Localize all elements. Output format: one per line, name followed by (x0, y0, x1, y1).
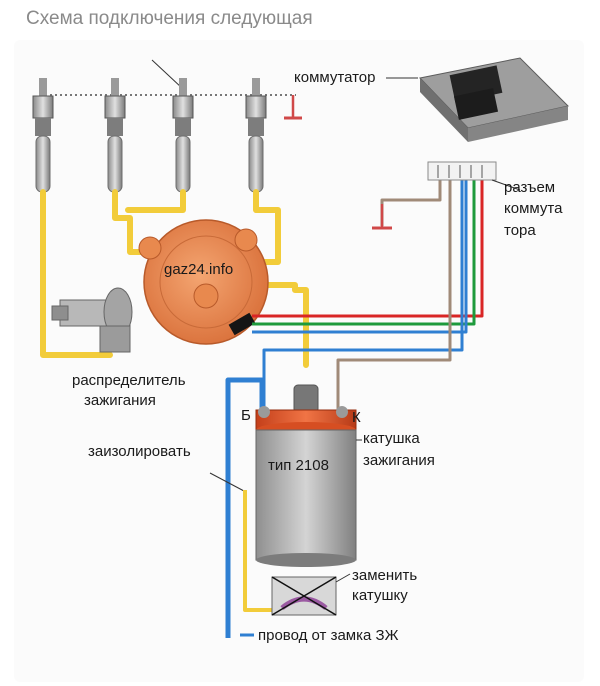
label-terminal-b: Б (241, 407, 251, 424)
pointer-line-connector (491, 179, 521, 191)
brown-wires (336, 178, 452, 410)
commutator-connector (427, 161, 497, 181)
label-distributor-1: распределитель (72, 372, 186, 389)
label-terminal-k: К (352, 409, 361, 426)
spark-plug-4 (245, 78, 267, 193)
label-replace-1: заменить (352, 567, 417, 584)
distributor-vacuum-unit (51, 287, 133, 353)
label-coil-type: тип 2108 (268, 457, 329, 474)
watermark-text: gaz24.info (164, 261, 233, 278)
spark-plug-1 (32, 78, 54, 193)
label-commutator: коммутатор (294, 69, 375, 86)
distributor-connector (228, 312, 256, 336)
ground-symbol-connector (372, 204, 392, 230)
label-insulate: заизолировать (88, 443, 191, 460)
label-lock-wire: провод от замка ЗЖ (258, 627, 399, 644)
label-connector-2: коммута (504, 200, 563, 217)
spark-plug-2 (104, 78, 126, 193)
label-replace-2: катушку (352, 587, 408, 604)
ground-symbol-plugs (284, 95, 302, 120)
label-connector-3: тора (504, 222, 536, 239)
pointer-line-plugs (151, 59, 183, 89)
label-coil-2: зажигания (363, 452, 435, 469)
signal-wires (252, 178, 484, 410)
ignition-lock-wire (225, 377, 265, 638)
distributor-cap (138, 219, 269, 345)
commutator-module (419, 57, 569, 142)
ignition-coil (255, 384, 357, 567)
label-distributor-2: зажигания (84, 392, 156, 409)
label-connector-1: разъем (504, 179, 555, 196)
diagram-title: Схема подключения следующая (26, 8, 313, 29)
ballast-resistor (240, 573, 351, 637)
label-coil-1: катушка (363, 430, 420, 447)
